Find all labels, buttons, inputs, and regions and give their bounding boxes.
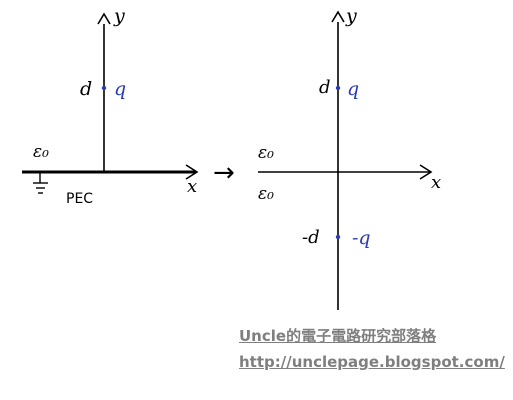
left-diagram: y x d q ε₀ PEC (22, 5, 199, 207)
left-distance-label: d (80, 78, 92, 100)
right-image-charge-dot (335, 234, 341, 240)
right-image-distance-label: -d (302, 227, 320, 248)
left-medium-label: ε₀ (33, 142, 49, 162)
left-charge-dot (101, 85, 107, 91)
right-image-charge-label: -q (352, 227, 371, 249)
right-y-label: y (345, 5, 357, 27)
right-x-arrowhead (419, 164, 433, 180)
right-distance-label: d (319, 77, 331, 98)
right-medium-upper-label: ε₀ (258, 143, 274, 163)
blog-title-link[interactable]: Uncle的電子電路研究部落格 (239, 327, 437, 345)
left-x-arrowhead (185, 164, 199, 180)
left-x-label: x (187, 176, 197, 197)
ground-symbol (33, 172, 48, 194)
left-conductor-label: PEC (66, 191, 93, 207)
right-x-label: x (431, 172, 441, 193)
right-y-arrowhead (331, 10, 345, 23)
right-diagram: y x d q -d -q ε₀ ε₀ (258, 5, 441, 310)
left-y-label: y (113, 5, 125, 27)
left-charge-label: q (114, 78, 126, 100)
right-charge-label: q (347, 78, 359, 100)
blog-url-link[interactable]: http://unclepage.blogspot.com/ (239, 353, 505, 371)
right-medium-lower-label: ε₀ (258, 184, 274, 204)
right-charge-dot (335, 85, 341, 91)
left-y-arrowhead (97, 12, 111, 25)
equivalence-arrow: → (213, 158, 235, 188)
